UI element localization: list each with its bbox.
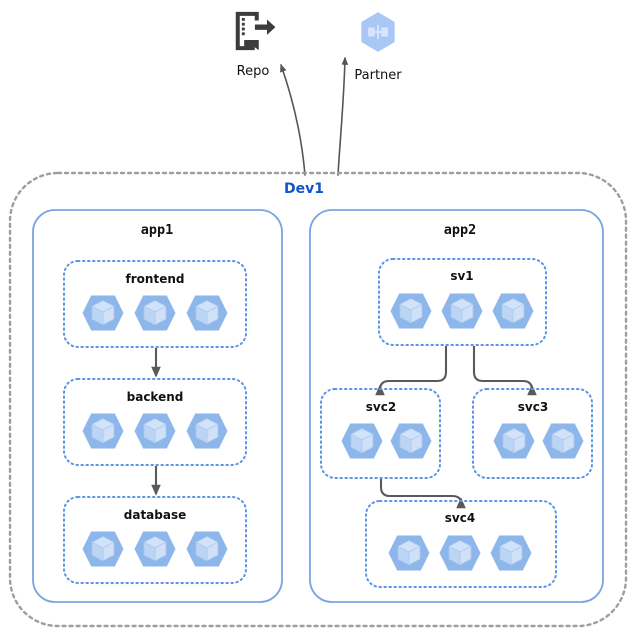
pod-icon xyxy=(186,413,228,449)
pod-icon xyxy=(186,295,228,331)
partner-hexagon-icon xyxy=(361,12,395,52)
backend-container[interactable] xyxy=(63,378,247,466)
svc4-label: svc4 xyxy=(445,511,475,525)
sv1-container[interactable] xyxy=(378,258,547,346)
pod-icon xyxy=(390,293,432,329)
service-group-svc2[interactable]: svc2 xyxy=(320,388,441,479)
pod-icon xyxy=(134,531,176,567)
service-group-svc4[interactable]: svc4 xyxy=(365,500,557,588)
environment-label: Dev1 xyxy=(284,181,324,197)
pod-icon xyxy=(390,423,432,459)
pod-icon xyxy=(493,423,535,459)
repo-label: Repo xyxy=(237,64,270,79)
pod-icon xyxy=(441,293,483,329)
sv1-label: sv1 xyxy=(450,269,473,283)
repo-icon xyxy=(235,11,276,51)
database-container[interactable] xyxy=(63,496,247,584)
external-partner[interactable]: Partner xyxy=(354,12,402,83)
frontend-label: frontend xyxy=(126,272,185,286)
svc3-container[interactable] xyxy=(472,388,593,479)
service-group-database[interactable]: database xyxy=(63,496,247,584)
svc2-container[interactable] xyxy=(320,388,441,479)
flow-dev1-to-repo xyxy=(280,63,306,176)
pod-icon xyxy=(82,413,124,449)
pod-icon xyxy=(82,295,124,331)
pod-icon xyxy=(492,293,534,329)
app2-title: app2 xyxy=(444,222,477,238)
service-group-sv1[interactable]: sv1 xyxy=(378,258,547,346)
pod-icon xyxy=(186,531,228,567)
app-group-app2[interactable]: app2 sv1 svc2 sv xyxy=(309,209,604,603)
environment-boundary-dev1 xyxy=(8,171,628,628)
app1-title: app1 xyxy=(141,222,174,238)
pod-icon xyxy=(134,295,176,331)
pod-icon xyxy=(341,423,383,459)
database-label: database xyxy=(124,508,187,522)
flow-sv1-to-svc3 xyxy=(472,346,537,396)
pod-icon xyxy=(134,413,176,449)
pod-icon xyxy=(82,531,124,567)
pod-icon xyxy=(542,423,584,459)
external-repo[interactable]: Repo xyxy=(235,11,276,79)
svc2-label: svc2 xyxy=(366,400,396,414)
flow-dev1-to-partner xyxy=(337,56,349,176)
pod-icon xyxy=(439,535,481,571)
svc4-container[interactable] xyxy=(365,500,557,588)
frontend-container[interactable] xyxy=(63,260,247,348)
svc3-label: svc3 xyxy=(518,400,548,414)
service-group-frontend[interactable]: frontend xyxy=(63,260,247,348)
app-group-app1[interactable]: app1 frontend backend xyxy=(32,209,283,603)
service-group-svc3[interactable]: svc3 xyxy=(472,388,593,479)
flow-sv1-to-svc2 xyxy=(375,346,448,396)
partner-label: Partner xyxy=(354,68,402,83)
service-group-backend[interactable]: backend xyxy=(63,378,247,466)
pod-icon xyxy=(490,535,532,571)
backend-label: backend xyxy=(127,390,184,404)
pod-icon xyxy=(388,535,430,571)
